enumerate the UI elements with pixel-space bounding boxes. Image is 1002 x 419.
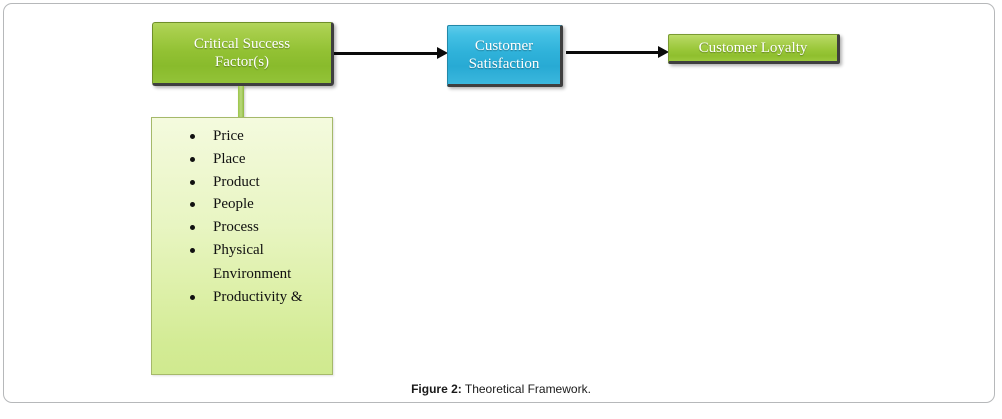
node-satisfaction-line2: Satisfaction — [468, 56, 540, 72]
bullet-icon — [190, 179, 195, 185]
figure-caption-label: Figure 2: — [411, 382, 462, 396]
bullet-icon — [190, 247, 195, 253]
node-customer-satisfaction[interactable]: Customer Satisfaction — [447, 25, 563, 87]
figure-caption-text: Theoretical Framework. — [461, 382, 591, 396]
list-item: Price — [152, 128, 332, 145]
node-critical-success-factors[interactable]: Critical Success Factor(s) — [152, 22, 334, 86]
node-csf-line2: Factor(s) — [214, 54, 270, 70]
list-item-label: Price — [213, 128, 244, 144]
list-item-label: Productivity & — [213, 288, 303, 305]
list-item-label: Process — [213, 219, 259, 236]
list-item: Place — [152, 151, 332, 168]
list-item: Process — [152, 219, 332, 236]
node-satisfaction-label: Customer Satisfaction — [469, 37, 540, 74]
list-item-label: People — [213, 196, 254, 213]
list-item: Physical Environment — [152, 242, 332, 283]
list-item-label: Product — [213, 173, 260, 190]
list-item-label: Physical — [213, 241, 264, 258]
list-item: Productivity & — [152, 289, 332, 306]
list-item-label-line2: Environment — [213, 265, 292, 282]
arrow-satisfaction-to-loyalty-line — [566, 51, 659, 54]
node-csf-line1: Critical Success — [193, 35, 291, 52]
figure-caption: Figure 2: Theoretical Framework. — [0, 382, 1002, 396]
list-item: People — [152, 196, 332, 213]
node-loyalty-label: Customer Loyalty — [698, 39, 808, 56]
bullet-icon — [190, 134, 195, 139]
node-customer-loyalty[interactable]: Customer Loyalty — [668, 34, 840, 64]
list-item-label: Place — [213, 150, 246, 167]
node-csf-label: Critical Success Factor(s) — [194, 35, 290, 72]
arrow-csf-to-satisfaction-head-icon — [437, 47, 448, 59]
arrow-satisfaction-to-loyalty-head-icon — [658, 46, 669, 58]
arrow-csf-to-satisfaction-line — [334, 52, 438, 55]
bullet-icon — [190, 202, 195, 208]
list-item: Product — [152, 174, 332, 191]
node-satisfaction-line1: Customer — [474, 37, 534, 54]
bullet-icon — [190, 294, 195, 300]
bullet-icon — [190, 225, 195, 231]
bullet-icon — [190, 156, 195, 162]
connector-csf-to-factor-list — [238, 86, 244, 118]
factor-list-panel: Price Place Product People Process Physi… — [151, 117, 333, 375]
factor-list: Price Place Product People Process Physi… — [152, 128, 332, 305]
